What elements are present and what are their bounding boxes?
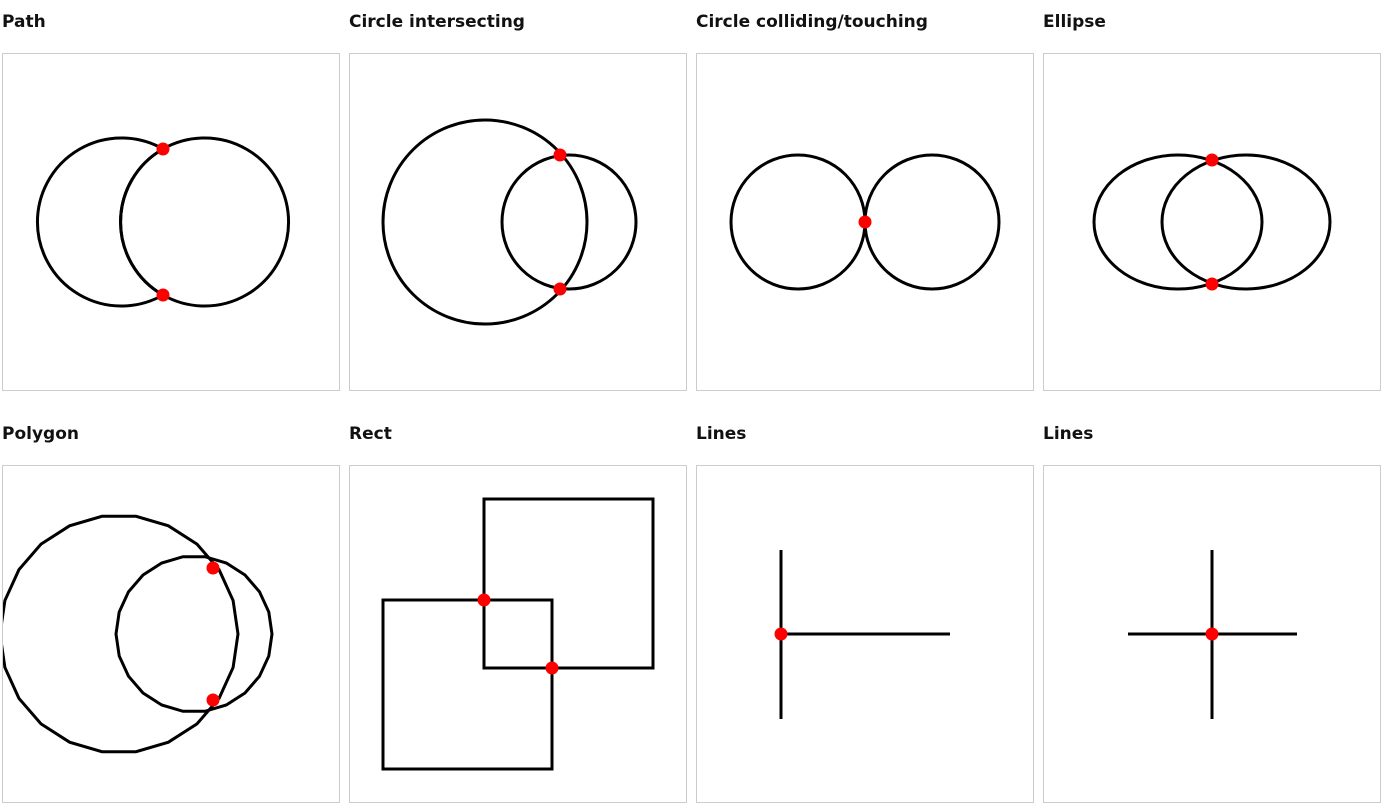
intersection-point	[553, 282, 567, 296]
panel-title: Circle intersecting	[349, 12, 525, 32]
lines-corner-diagram	[774, 550, 950, 719]
intersection-point	[545, 661, 559, 675]
large-circle	[381, 118, 589, 326]
right-ellipse	[1160, 153, 1332, 291]
panel-title: Ellipse	[1043, 12, 1106, 32]
drawing-panel	[696, 53, 1034, 391]
intersection-point	[206, 561, 220, 575]
intersection-point	[1205, 627, 1219, 641]
intersection-point	[774, 627, 788, 641]
panel-title: Path	[2, 12, 46, 32]
panel-title: Rect	[349, 424, 392, 444]
drawing-panel	[349, 465, 687, 803]
intersection-point	[1205, 277, 1219, 291]
drawing-panel	[1043, 465, 1381, 803]
circle-intersecting-diagram	[381, 118, 638, 326]
rect-diagram	[381, 497, 655, 771]
right-circle	[863, 153, 1001, 291]
circle-touching-diagram	[729, 153, 1001, 291]
left-circle	[729, 153, 867, 291]
lower-square	[381, 598, 554, 771]
large-polygon	[3, 514, 240, 754]
drawing-panel	[2, 465, 340, 803]
panel-title: Circle colliding/touching	[696, 12, 928, 32]
polygon-diagram	[3, 514, 274, 754]
panel-title: Lines	[696, 424, 747, 444]
small-circle	[500, 153, 638, 291]
intersection-point	[477, 593, 491, 607]
intersection-point	[206, 693, 220, 707]
upper-square	[482, 497, 655, 670]
ellipse-diagram	[1092, 153, 1332, 291]
left-ellipse	[1092, 153, 1264, 291]
drawing-panel	[1043, 53, 1381, 391]
panel-title: Lines	[1043, 424, 1094, 444]
drawing-panel	[349, 53, 687, 391]
intersection-point	[1205, 153, 1219, 167]
intersection-point	[553, 148, 567, 162]
drawing-panel	[696, 465, 1034, 803]
small-polygon	[114, 555, 274, 713]
intersection-point	[156, 142, 170, 156]
touch-point	[858, 215, 872, 229]
path-shape-right	[119, 136, 291, 308]
panel-title: Polygon	[2, 424, 79, 444]
intersection-point	[156, 288, 170, 302]
lines-cross-diagram	[1128, 550, 1297, 719]
path-diagram	[35, 136, 291, 308]
drawing-panel	[2, 53, 340, 391]
